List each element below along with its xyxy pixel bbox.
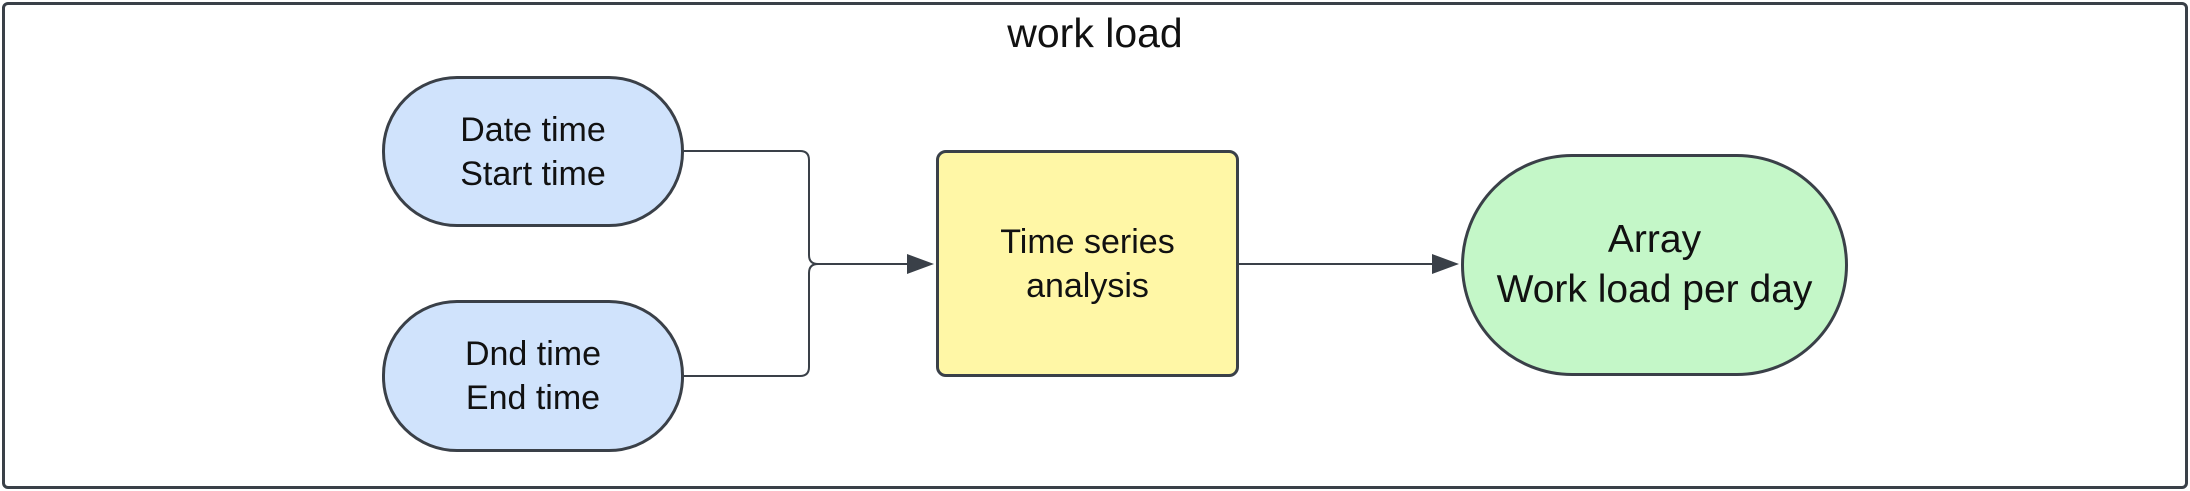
node-analysis-line-2: analysis	[1026, 266, 1149, 305]
node-start-time-line-2: Start time	[460, 154, 606, 193]
connector-start-to-analysis	[684, 150, 907, 265]
node-start-time-line-1: Date time	[460, 110, 606, 149]
node-output-line-1: Array	[1607, 218, 1702, 261]
connector-end-to-analysis	[684, 263, 907, 377]
node-output-line-2: Work load per day	[1496, 268, 1813, 311]
node-end-time[interactable]: Dnd time End time	[382, 300, 684, 452]
node-time-series-analysis[interactable]: Time series analysis	[936, 150, 1239, 377]
node-end-time-line-2: End time	[465, 379, 601, 417]
node-work-load-array[interactable]: Array Work load per day	[1461, 154, 1848, 376]
diagram-title: work load	[1007, 10, 1183, 56]
arrowhead-into-output	[1432, 254, 1459, 274]
node-analysis-line-1: Time series	[1000, 222, 1175, 261]
node-start-time[interactable]: Date time Start time	[382, 76, 684, 227]
arrowhead-into-analysis	[907, 254, 934, 274]
node-end-time-line-1: Dnd time	[464, 335, 602, 373]
